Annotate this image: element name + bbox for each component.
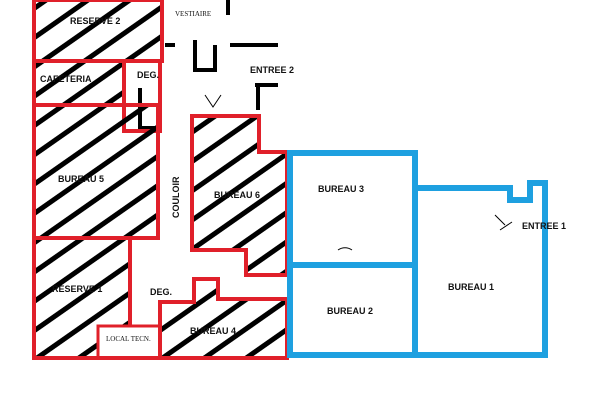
room-bureau-3[interactable] bbox=[287, 150, 418, 268]
label-bureau-1: BUREAU 1 bbox=[448, 282, 494, 292]
label-reserve-1: RESERVE 1 bbox=[52, 284, 102, 294]
label-couloir: COULOIR bbox=[171, 176, 181, 218]
label-local-tecn: LOCAL TECN. bbox=[106, 335, 151, 343]
occupied-rooms bbox=[32, 0, 289, 360]
label-deg-top: DEG. bbox=[137, 70, 159, 80]
room-bureau-5[interactable] bbox=[32, 103, 160, 240]
walls bbox=[138, 0, 513, 251]
label-bureau-2: BUREAU 2 bbox=[327, 306, 373, 316]
available-rooms bbox=[287, 150, 548, 358]
label-entree-2: ENTREE 2 bbox=[250, 65, 294, 75]
room-bureau-1[interactable] bbox=[412, 180, 548, 358]
label-bureau-6: BUREAU 6 bbox=[214, 190, 260, 200]
label-vestiaire: VESTIAIRE bbox=[175, 10, 211, 18]
label-bureau-5: BUREAU 5 bbox=[58, 174, 104, 184]
label-deg-bottom: DEG. bbox=[150, 287, 172, 297]
room-reserve-2[interactable] bbox=[32, 0, 164, 63]
label-bureau-4: BUREAU 4 bbox=[190, 326, 236, 336]
label-cafeteria: CAFETERIA bbox=[40, 74, 92, 84]
label-entree-1: ENTREE 1 bbox=[522, 221, 566, 231]
label-reserve-2: RESERVE 2 bbox=[70, 16, 120, 26]
room-labels: RESERVE 2 CAFETERIA DEG. BUREAU 5 RESERV… bbox=[40, 10, 566, 343]
room-bureau-4[interactable] bbox=[158, 277, 289, 360]
label-bureau-3: BUREAU 3 bbox=[318, 184, 364, 194]
